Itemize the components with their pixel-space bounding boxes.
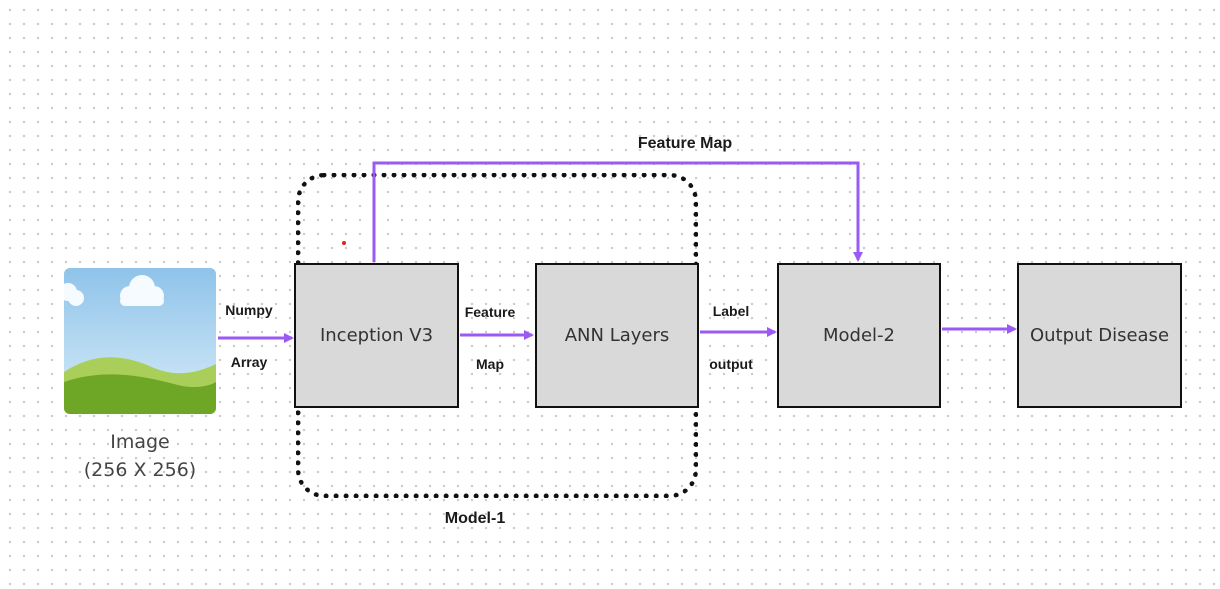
edge-label-map: Map [476,356,504,372]
edge-label-array: Array [230,354,268,370]
ann-layers-block: ANN Layers [535,263,699,408]
model-2-block: Model-2 [777,263,941,408]
edge-label-feature: Feature [464,304,516,320]
inception-v3-block: Inception V3 [294,263,459,408]
inception-v3-label: Inception V3 [319,325,434,346]
edge-label-label: Label [712,303,750,319]
output-disease-block: Output Disease [1017,263,1182,408]
edge-label-feature-map-top: Feature Map [637,135,733,152]
arrow-feature-map-skip [372,161,863,262]
model-1-label: Model-1 [444,510,506,527]
edge-label-output: output [709,356,753,372]
image-caption-title: Image [110,431,170,453]
model-2-label: Model-2 [823,325,895,346]
image-caption: Image (256 X 256) [64,428,216,484]
edge-label-numpy: Numpy [225,302,273,318]
landscape-image-icon [64,268,216,414]
stray-red-dot [342,241,346,245]
image-caption-size: (256 X 256) [83,459,197,481]
output-disease-label: Output Disease [1029,325,1170,346]
ann-layers-label: ANN Layers [564,325,670,346]
